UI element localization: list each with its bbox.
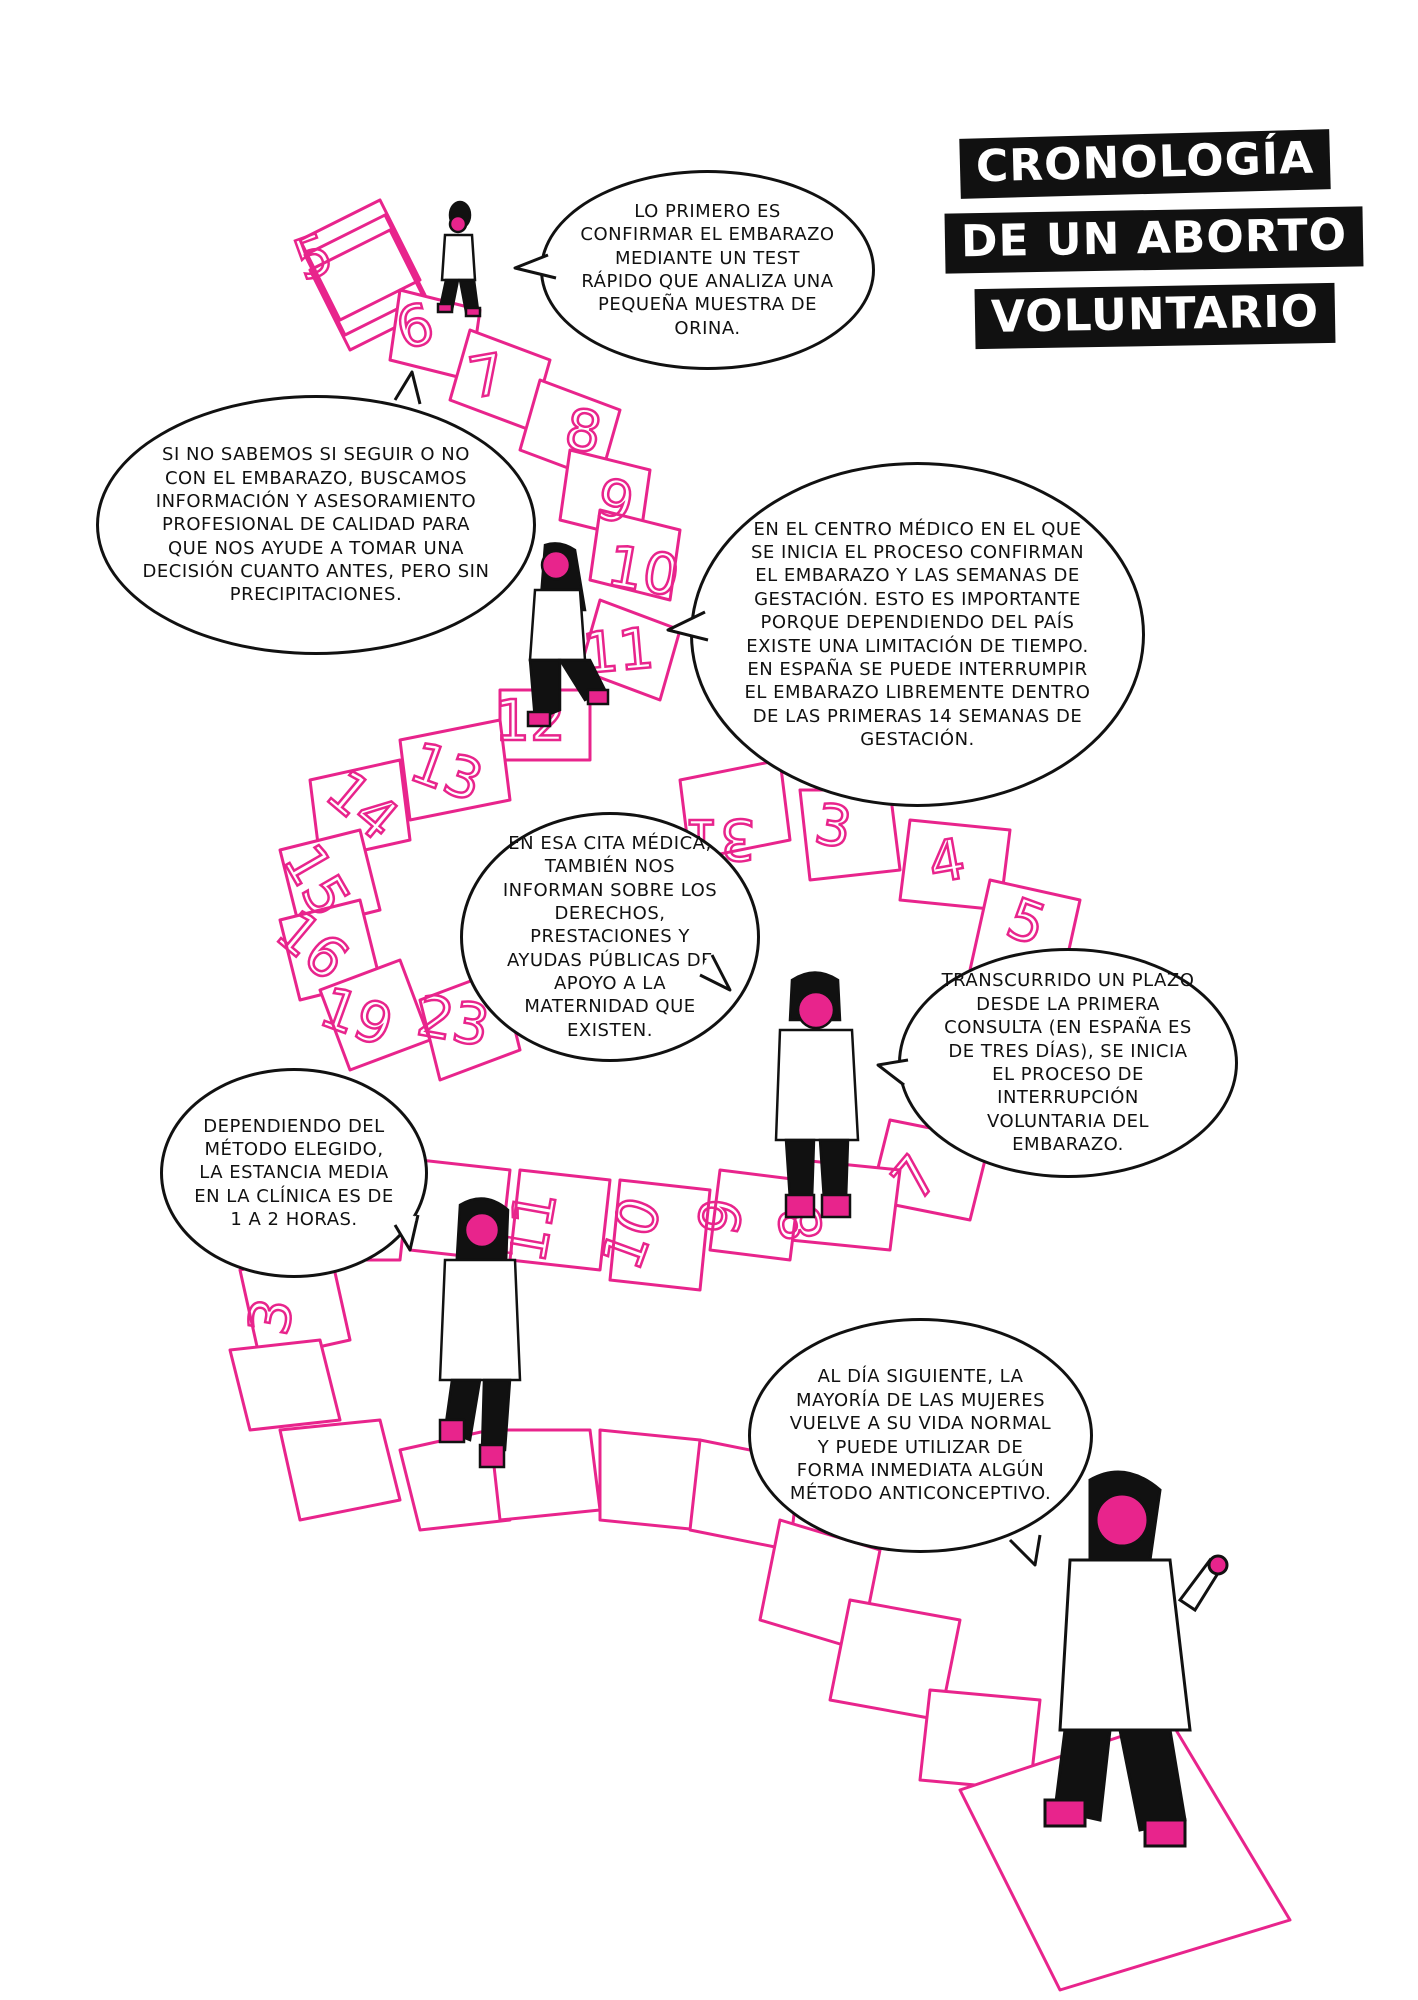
figure-woman-1 xyxy=(436,200,482,318)
speech-bubble-1: LO PRIMERO ES CONFIRMAR EL EMBARAZO MEDI… xyxy=(540,170,875,370)
speech-bubble-5: TRANSCURRIDO UN PLAZO DESDE LA PRIMERA C… xyxy=(898,948,1238,1178)
speech-bubble-6-text: DEPENDIENDO DEL MÉTODO ELEGIDO, LA ESTAN… xyxy=(194,1115,394,1231)
speech-bubble-4: EN ESA CITA MÉDICA, TAMBIÉN NOS INFORMAN… xyxy=(460,812,760,1062)
speech-bubble-2-text: SI NO SABEMOS SI SEGUIR O NO CON EL EMBA… xyxy=(142,444,490,606)
figure-woman-3 xyxy=(774,971,860,1219)
figure-woman-5 xyxy=(1043,1470,1229,1848)
figure-woman-4 xyxy=(438,1197,522,1469)
speech-bubble-3-text: EN EL CENTRO MÉDICO EN EL QUE SE INICIA … xyxy=(744,518,1091,751)
speech-bubble-5-text: TRANSCURRIDO UN PLAZO DESDE LA PRIMERA C… xyxy=(941,970,1195,1156)
speech-bubble-6: DEPENDIENDO DEL MÉTODO ELEGIDO, LA ESTAN… xyxy=(160,1068,428,1278)
speech-bubble-2: SI NO SABEMOS SI SEGUIR O NO CON EL EMBA… xyxy=(96,395,536,655)
figure-woman-2 xyxy=(526,542,610,728)
speech-bubble-4-text: EN ESA CITA MÉDICA, TAMBIÉN NOS INFORMAN… xyxy=(502,832,718,1041)
speech-bubble-7: AL DÍA SIGUIENTE, LA MAYORÍA DE LAS MUJE… xyxy=(748,1318,1093,1553)
speech-bubble-1-text: LO PRIMERO ES CONFIRMAR EL EMBARAZO MEDI… xyxy=(580,200,835,339)
speech-bubble-7-text: AL DÍA SIGUIENTE, LA MAYORÍA DE LAS MUJE… xyxy=(789,1366,1052,1505)
calendar-tile-number: 10 xyxy=(602,534,683,610)
